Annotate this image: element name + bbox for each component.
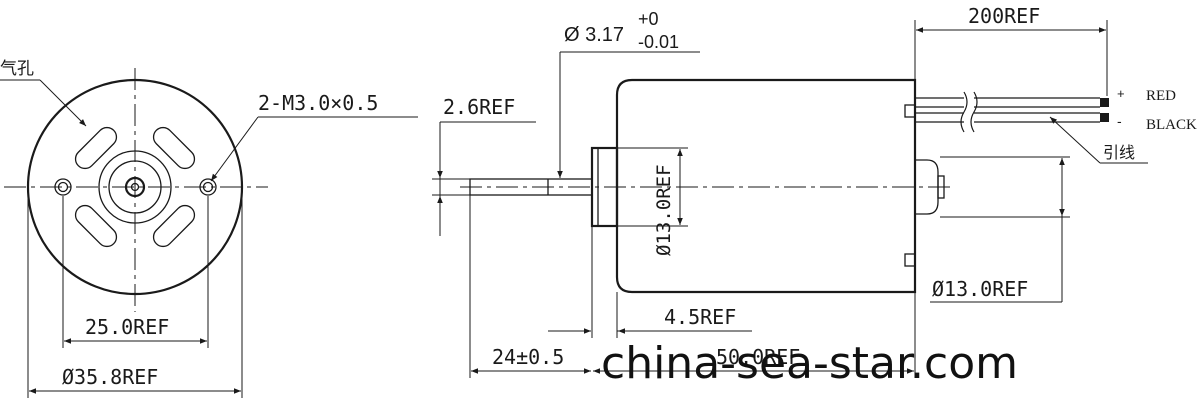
front-view: 气孔 2-M3.0×0.5 25.0REF Ø35.8REF (0, 59, 418, 398)
shaft-diameter-label: Ø 3.17 (564, 24, 624, 46)
shaft-end (124, 176, 146, 198)
bearing-boss-inner (108, 160, 162, 214)
shaft-tol-upper: +0 (638, 9, 659, 29)
mount-hole-right-inner (202, 181, 214, 193)
vent-slots (74, 126, 196, 248)
mount-spacing-label: 25.0REF (85, 315, 169, 339)
outer-diameter-label: Ø35.8REF (62, 365, 158, 389)
body-length-label: 50.0REF (716, 345, 800, 369)
lead-wire-label: 引线 (1103, 144, 1135, 162)
vent-hole-label: 气孔 (0, 59, 34, 78)
body-diameter-label: Ø13.0REF (932, 277, 1028, 301)
mount-thread-label: 2-M3.0×0.5 (258, 91, 378, 115)
motor-can (615, 78, 917, 294)
shaft (469, 178, 593, 196)
lead-length-label: 200REF (968, 4, 1040, 28)
shaft-center (130, 182, 140, 192)
shaft-tol-lower: -0.01 (638, 32, 679, 52)
boss-length-label: 4.5REF (664, 305, 736, 329)
vent-leader (39, 79, 87, 127)
mount-hole-left (54, 178, 72, 196)
rear-bearing-tip (937, 175, 945, 199)
vent-slot (152, 204, 196, 248)
vent-slot (74, 204, 118, 248)
red-wire-label: RED (1146, 88, 1176, 104)
lead-wire-leader (1049, 116, 1101, 164)
minus-sign: - (1117, 113, 1122, 129)
vent-slot (152, 126, 196, 170)
plus-sign: + (1117, 86, 1125, 101)
wire-end-red (1100, 98, 1109, 107)
shaft-ext-label: 24±0.5 (492, 345, 564, 369)
vent-slot (74, 126, 118, 170)
lead-wires (915, 91, 1109, 133)
black-wire-label: BLACK (1146, 117, 1197, 133)
mount-hole-left-inner (57, 181, 69, 193)
mount-hole-right (199, 178, 217, 196)
watermark: china-sea-star.com (601, 338, 1018, 389)
side-view: + - RED BLACK 引线 200REF Ø 3.17 +0 -0.01 … (432, 4, 1197, 378)
shaft-ref-label: 2.6REF (443, 95, 515, 119)
thread-leader (210, 116, 259, 182)
wire-end-black (1100, 113, 1109, 122)
motor-end-outline (26, 78, 244, 296)
terminal-tab-bottom (904, 253, 916, 267)
bearing-boss-outer (98, 150, 172, 224)
terminal-tab-top (904, 104, 916, 118)
boss-diameter-label: Ø13.0REF (653, 164, 675, 256)
